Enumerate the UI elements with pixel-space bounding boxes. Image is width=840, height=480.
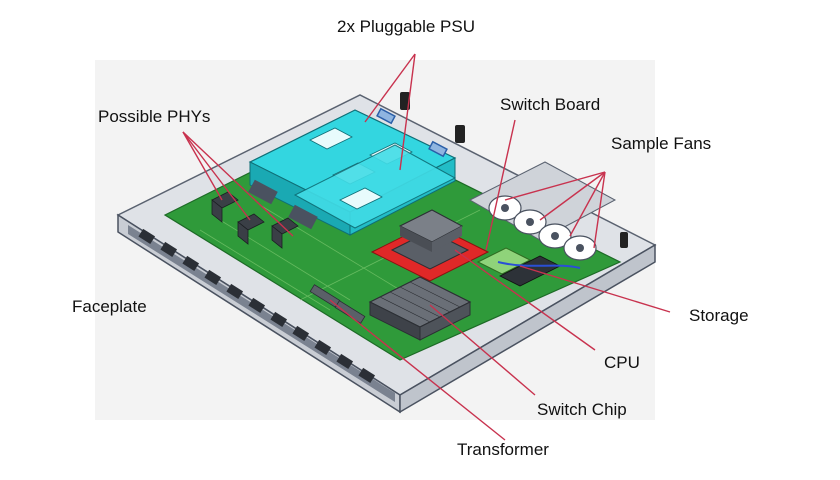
screw-icon bbox=[400, 92, 628, 248]
psu-units bbox=[248, 109, 457, 236]
label-switch-chip: Switch Chip bbox=[537, 400, 627, 419]
leader-lines bbox=[182, 53, 671, 441]
label-storage: Storage bbox=[689, 306, 749, 325]
faceplate-ports bbox=[128, 225, 395, 402]
label-psu: 2x Pluggable PSU bbox=[337, 17, 475, 36]
label-possible-phys: Possible PHYs bbox=[98, 107, 211, 126]
psu-connectors bbox=[248, 179, 318, 230]
label-faceplate: Faceplate bbox=[72, 297, 147, 316]
internal-cable bbox=[497, 261, 581, 269]
label-transformer: Transformer bbox=[457, 440, 549, 459]
label-sample-fans: Sample Fans bbox=[611, 134, 712, 153]
switch-chip-heatsink bbox=[368, 276, 472, 341]
label-switch-board: Switch Board bbox=[500, 95, 601, 114]
psu-latches bbox=[376, 107, 448, 158]
storage-module bbox=[476, 247, 561, 287]
chassis-side-wall bbox=[399, 243, 656, 414]
label-cpu: CPU bbox=[604, 353, 640, 372]
cpu-module bbox=[370, 209, 490, 282]
